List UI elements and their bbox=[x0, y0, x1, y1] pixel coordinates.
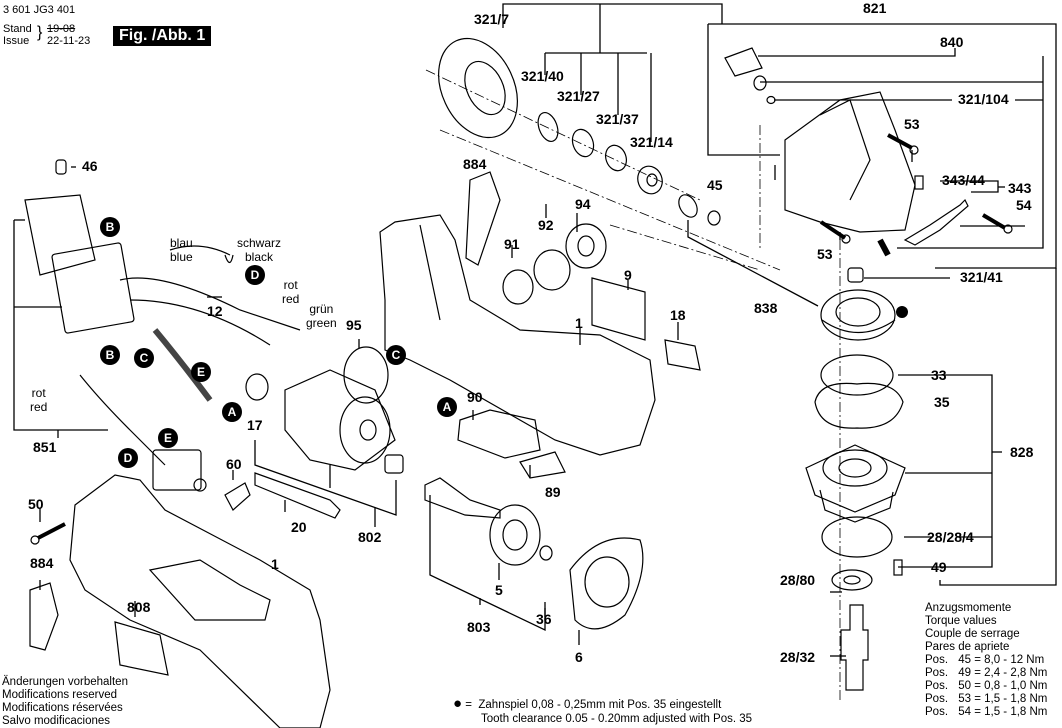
torque-row: Pos. 54 = 1,5 - 1,8 Nm bbox=[925, 706, 1048, 718]
part-label-851: 851 bbox=[33, 439, 57, 455]
connector-c-wiring: C bbox=[134, 348, 154, 368]
part-label-838: 838 bbox=[754, 300, 778, 316]
part-label-343-44: 343/44 bbox=[942, 172, 985, 188]
part-label-321-7: 321/7 bbox=[474, 11, 510, 27]
torque-row: Pos. 50 = 0,8 - 1,0 Nm bbox=[925, 680, 1048, 692]
brace: } bbox=[37, 24, 43, 41]
part-label-884-lower: 884 bbox=[30, 555, 54, 571]
part-label-50: 50 bbox=[28, 496, 44, 512]
connector-e-switch: E bbox=[158, 428, 178, 448]
part-label-60: 60 bbox=[226, 456, 242, 472]
part-label-321-41: 321/41 bbox=[960, 269, 1003, 285]
part-label-12: 12 bbox=[207, 303, 223, 319]
part-label-92: 92 bbox=[538, 217, 554, 233]
part-label-1-lower: 1 bbox=[271, 556, 279, 572]
connector-a-module: A bbox=[437, 397, 457, 417]
part-label-821: 821 bbox=[863, 0, 887, 16]
part-label-6: 6 bbox=[575, 649, 583, 665]
issue-date: 22-11-23 bbox=[47, 35, 91, 47]
part-label-90: 90 bbox=[467, 389, 483, 405]
part-label-91: 91 bbox=[504, 236, 520, 252]
tooth-clearance-note: ● = Zahnspiel 0,08 - 0,25mm mit Pos. 35 … bbox=[453, 695, 753, 725]
torque-row: Pos. 49 = 2,4 - 2,8 Nm bbox=[925, 667, 1048, 679]
part-label-884-upper: 884 bbox=[463, 156, 487, 172]
torque-title-en: Torque values bbox=[925, 615, 997, 627]
part-label-1-upper: 1 bbox=[575, 315, 583, 331]
part-label-35: 35 bbox=[934, 394, 950, 410]
part-label-321-37: 321/37 bbox=[596, 111, 639, 127]
old-date: 19-08 bbox=[47, 23, 76, 35]
part-number: 3 601 JG3 401 bbox=[3, 4, 76, 16]
part-label-36: 36 bbox=[536, 611, 552, 627]
part-label-28-32: 28/32 bbox=[780, 649, 816, 665]
connector-d-upper: D bbox=[245, 265, 265, 285]
bracket-321-7 bbox=[502, 3, 723, 28]
part-label-802: 802 bbox=[358, 529, 382, 545]
torque-title-fr: Couple de serrage bbox=[925, 628, 1020, 640]
connector-e-wiring: E bbox=[191, 362, 211, 382]
part-label-89: 89 bbox=[545, 484, 561, 500]
torque-row: Pos. 45 = 8,0 - 12 Nm bbox=[925, 654, 1045, 666]
part-label-803: 803 bbox=[467, 619, 491, 635]
part-label-54: 54 bbox=[1016, 197, 1032, 213]
part-label-28-28-4: 28/28/4 bbox=[927, 529, 974, 545]
part-label-840: 840 bbox=[940, 34, 964, 50]
part-label-45: 45 bbox=[707, 177, 723, 193]
connector-b-lower: B bbox=[100, 345, 120, 365]
part-label-828: 828 bbox=[1010, 444, 1034, 460]
tooth-clearance-marker bbox=[896, 306, 908, 318]
dot-symbol-icon: ● bbox=[453, 695, 463, 712]
part-label-46: 46 bbox=[82, 158, 98, 174]
part-label-53-upper: 53 bbox=[904, 116, 920, 132]
part-label-94: 94 bbox=[575, 196, 591, 212]
modifications-notice: Änderungen vorbehalten Modifications res… bbox=[2, 676, 128, 727]
torque-values-table: Anzugsmomente Torque values Couple de se… bbox=[925, 602, 1047, 719]
part-label-808: 808 bbox=[127, 599, 151, 615]
torque-row: Pos. 53 = 1,5 - 1,8 Nm bbox=[925, 693, 1048, 705]
part-label-321-40: 321/40 bbox=[521, 68, 564, 84]
part-label-53-lower: 53 bbox=[817, 246, 833, 262]
figure-label: Fig. /Abb. 1 bbox=[113, 26, 212, 46]
part-label-321-104: 321/104 bbox=[958, 91, 1009, 107]
issue-label: Issue bbox=[3, 35, 30, 47]
part-label-95: 95 bbox=[346, 317, 362, 333]
connector-d-switch: D bbox=[118, 448, 138, 468]
part-label-18: 18 bbox=[670, 307, 686, 323]
part-label-28-80: 28/80 bbox=[780, 572, 816, 588]
connector-a-wiring: A bbox=[222, 402, 242, 422]
part-label-5: 5 bbox=[495, 582, 503, 598]
connector-b-upper: B bbox=[100, 217, 120, 237]
connector-c-housing: C bbox=[386, 345, 406, 365]
part-label-20: 20 bbox=[291, 519, 307, 535]
part-label-343: 343 bbox=[1008, 180, 1032, 196]
part-label-9: 9 bbox=[624, 267, 632, 283]
part-label-321-14: 321/14 bbox=[630, 134, 673, 150]
torque-title-de: Anzugsmomente bbox=[925, 602, 1012, 614]
part-label-33: 33 bbox=[931, 367, 947, 383]
part-label-321-27: 321/27 bbox=[557, 88, 600, 104]
torque-title-es: Pares de apriete bbox=[925, 641, 1010, 653]
part-label-17: 17 bbox=[247, 417, 263, 433]
part-label-49: 49 bbox=[931, 559, 947, 575]
stand-label: Stand bbox=[3, 23, 32, 35]
